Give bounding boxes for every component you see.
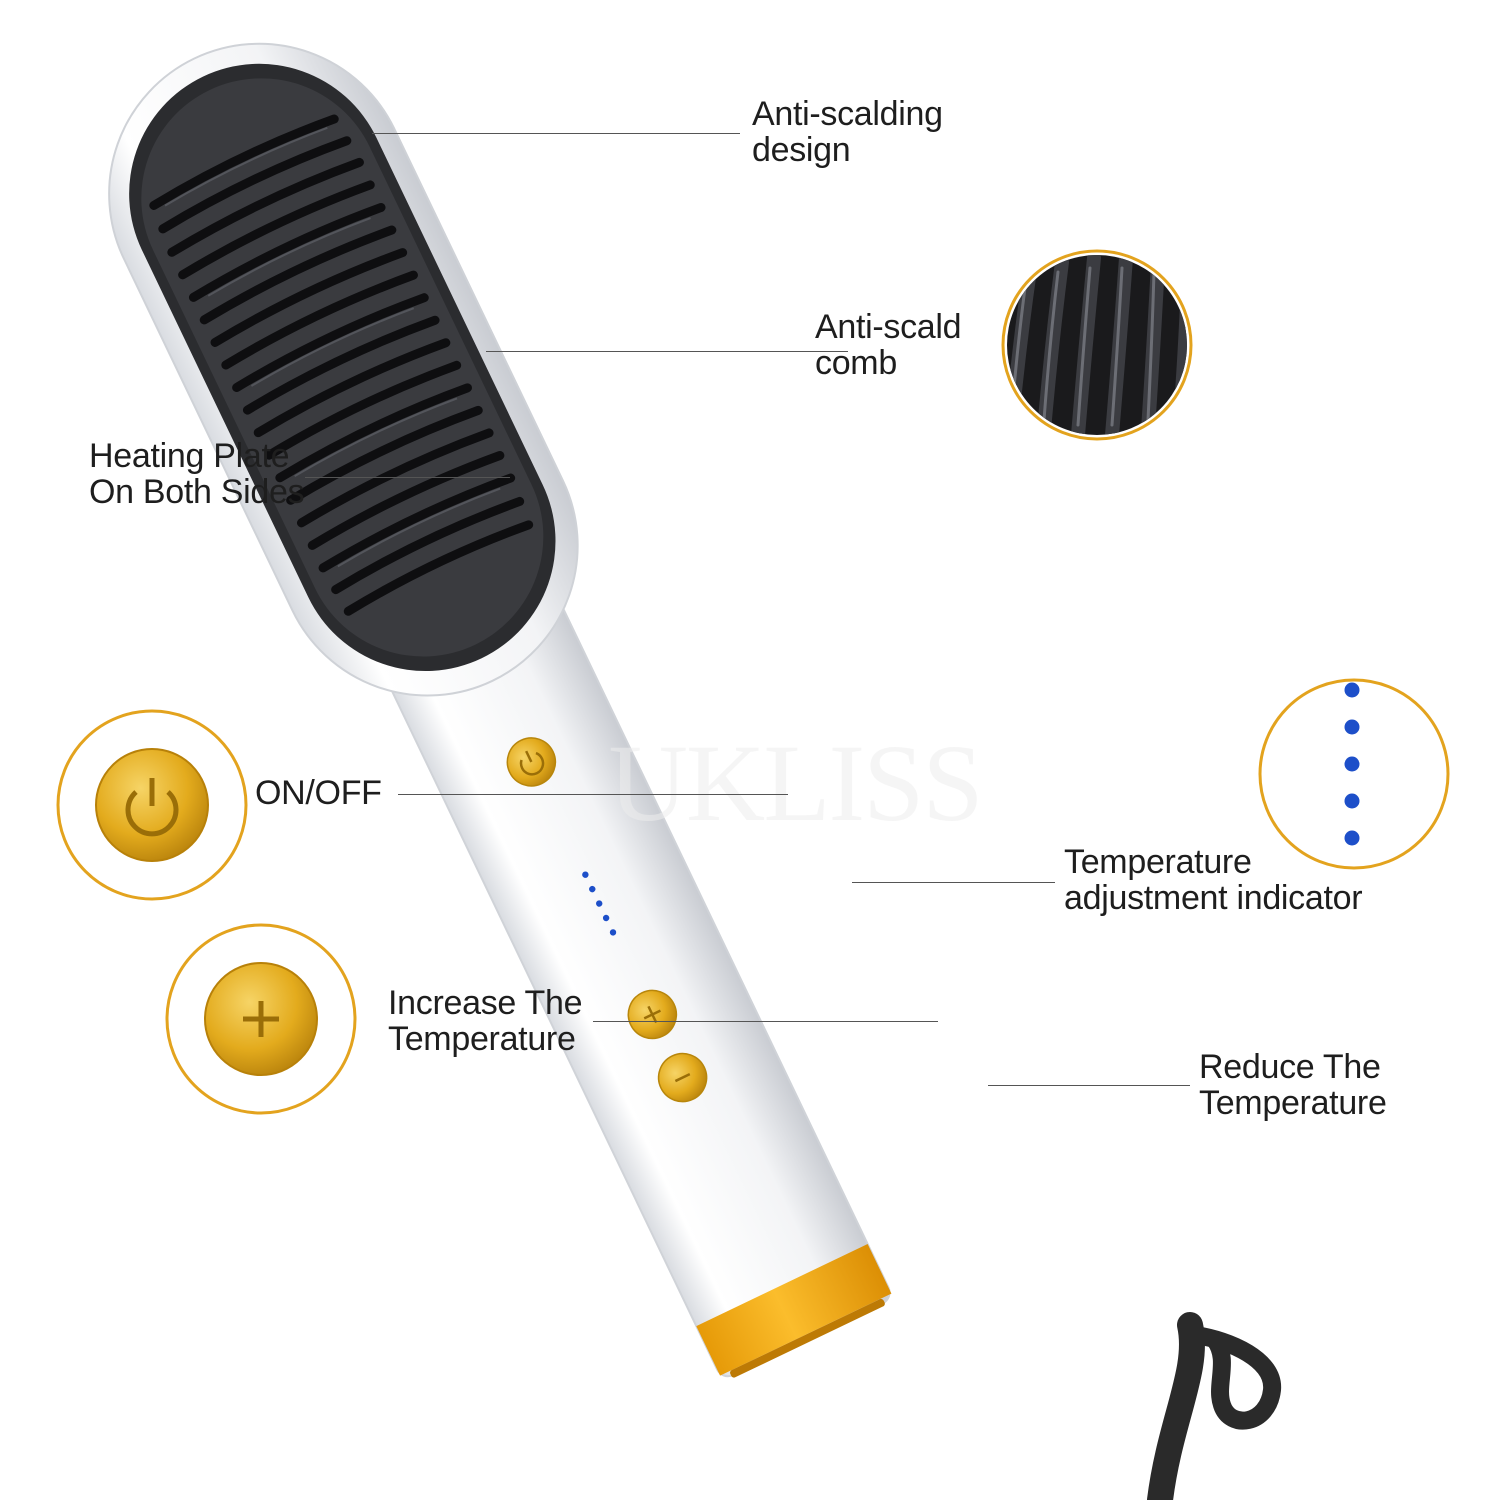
leader-line-heating-plate (305, 477, 510, 478)
label-increase-temperature: Increase The Temperature (388, 984, 583, 1058)
indicator-zoom (1258, 678, 1450, 870)
handle-end-collar (696, 1243, 892, 1376)
hair-straightener-brush (108, 42, 892, 1378)
label-reduce-temperature: Reduce The Temperature (1199, 1048, 1387, 1122)
indicator-led-zoom (1344, 682, 1360, 698)
power-icon (519, 750, 545, 776)
power-icon-zoom (125, 778, 179, 837)
label-anti-scald-comb: Anti-scald comb (815, 308, 962, 382)
label-on-off: ON/OFF (255, 774, 382, 812)
plus-icon-zoom (243, 1001, 279, 1037)
increase-button-zoom (165, 923, 357, 1115)
comb-zoom-detail (1001, 249, 1193, 441)
minus-icon (674, 1073, 691, 1083)
indicator-led-zoom (1344, 756, 1360, 772)
leader-line-increase (593, 1021, 938, 1022)
indicator-led (602, 914, 610, 922)
brand-watermark: UKLISS (608, 722, 981, 844)
cord-hanging-loop (1193, 1326, 1282, 1430)
label-heating-plate: Heating Plate On Both Sides (89, 437, 305, 511)
indicator-led (595, 900, 603, 907)
power-cord (1147, 1312, 1205, 1505)
leader-line-reduce (988, 1085, 1190, 1086)
temperature-indicator-leds (582, 871, 617, 936)
indicator-led-zoom (1344, 793, 1360, 809)
leader-line-on-off (398, 794, 788, 795)
power-button-zoom (56, 709, 248, 901)
indicator-led-zoom (1344, 719, 1360, 735)
indicator-led (589, 885, 596, 893)
indicator-led (609, 929, 617, 936)
label-anti-scalding-design: Anti-scalding design (752, 95, 943, 169)
plus-icon (643, 1005, 661, 1024)
indicator-led (582, 871, 589, 878)
leader-line-anti-scalding (372, 133, 740, 134)
leader-line-indicator (852, 882, 1055, 883)
indicator-led-zoom (1344, 830, 1360, 846)
label-temperature-indicator: Temperature adjustment indicator (1064, 843, 1363, 917)
leader-line-comb (486, 351, 848, 352)
comb-teeth (149, 114, 534, 616)
